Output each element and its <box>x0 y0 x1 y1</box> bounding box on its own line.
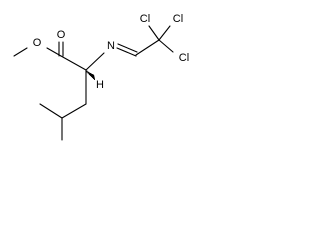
bond-carbonyl-alpha <box>60 55 87 71</box>
atom-chlorine-3: Cl <box>179 52 189 64</box>
bond-methyl-oxygen <box>13 47 28 57</box>
atom-labels: O O N H Cl Cl Cl <box>33 13 189 91</box>
bonds <box>13 25 174 141</box>
molecule-structure: O O N H Cl Cl Cl <box>13 13 189 141</box>
bond-alpha-nitrogen <box>85 52 105 71</box>
bond-ch2-ch <box>61 103 87 119</box>
bond-c-cl-right <box>158 25 171 41</box>
atom-imine-nitrogen: N <box>107 40 115 52</box>
bond-ch-ccl3 <box>135 39 160 56</box>
atom-carbonyl-oxygen: O <box>57 29 66 41</box>
bond-imine-double-a <box>116 47 137 57</box>
atom-chlorine-1: Cl <box>140 13 150 25</box>
bond-c-cl-left <box>148 25 160 41</box>
bond-imine-double-b <box>117 43 138 53</box>
atom-chlorine-2: Cl <box>173 13 183 25</box>
stereo-hash-wedge <box>86 70 96 81</box>
bond-c-cl-down <box>158 39 174 53</box>
bond-ch-methyl-left <box>39 103 63 119</box>
atom-alpha-hydrogen: H <box>96 79 104 91</box>
atom-ester-oxygen: O <box>33 37 42 49</box>
